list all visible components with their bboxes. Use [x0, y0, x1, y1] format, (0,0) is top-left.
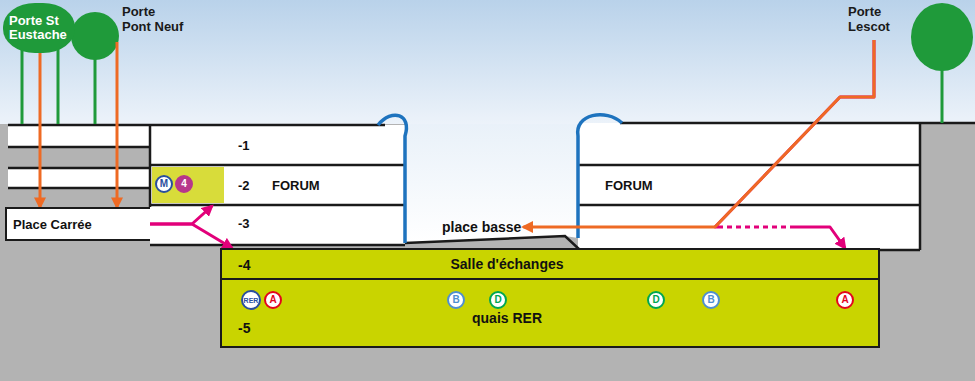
route-arrow [39, 53, 42, 207]
structure-lines [8, 123, 975, 250]
level-number: -1 [238, 138, 250, 153]
level-number: -2 [238, 178, 250, 193]
rer-badge: RER [241, 290, 261, 310]
line-badge: A [836, 291, 854, 309]
entrance: Porte Pont Neuf [112, 4, 185, 42]
line-letter: B [707, 295, 714, 305]
open-well [405, 124, 578, 243]
metro-letter: M [160, 179, 168, 189]
route-arrow [523, 40, 874, 227]
line-badge: B [702, 291, 720, 309]
level-text: quais RER [472, 310, 542, 326]
place-name: Place Carrée [13, 217, 92, 232]
line-badge: D [647, 291, 665, 309]
line-badge: A [264, 291, 282, 309]
level-strip [8, 126, 150, 147]
line-number: 4 [181, 179, 187, 189]
level-strip [8, 168, 150, 188]
entrance-name: Porte Pont Neuf [122, 4, 183, 34]
line-badge: 4 [175, 175, 193, 193]
floor-level: -1 [150, 125, 405, 165]
right-building [578, 123, 920, 250]
entrance: Porte Lescot [846, 4, 902, 40]
place-box: Place Carrée [5, 207, 150, 241]
line-letter: A [269, 295, 276, 305]
level-text: -5 [238, 320, 250, 336]
route-arrow [116, 42, 119, 207]
level-number: FORUM [272, 178, 320, 193]
metro-badge: M [155, 175, 173, 193]
entrance-name: Porte St Eustache [9, 14, 69, 42]
level-text: Salle d'échanges [450, 256, 563, 272]
area-name: FORUM [605, 178, 653, 193]
metro-zone [152, 167, 224, 203]
place-name: place basse [442, 219, 521, 235]
balustrade [378, 115, 622, 243]
trees [22, 3, 973, 124]
entrance-tree: Porte St Eustache [3, 3, 75, 53]
line-letter: A [841, 295, 848, 305]
floor-level: -3 [150, 205, 405, 245]
line-badge: B [447, 291, 465, 309]
line-letter: D [494, 295, 501, 305]
rer-logo: RER [244, 297, 259, 304]
route-arrow [150, 206, 212, 224]
line-letter: D [652, 295, 659, 305]
floor-level: -2 FORUM M 4 [150, 165, 405, 205]
line-letter: B [452, 295, 459, 305]
level-text: -4 [238, 257, 250, 273]
sky [0, 0, 975, 126]
level-band: -5 quais RER RER A B D D B A [220, 280, 880, 348]
left-building [150, 125, 405, 245]
open-space: place basse [442, 218, 521, 236]
level-band: -4 Salle d'échanges [220, 248, 880, 280]
ground [0, 124, 975, 381]
level-number: -3 [238, 216, 250, 231]
entrance-name: Porte Lescot [848, 4, 890, 34]
route-arrow [150, 224, 232, 248]
route-arrow [715, 40, 874, 248]
floor-level: FORUM [578, 165, 920, 205]
line-badge: D [489, 291, 507, 309]
